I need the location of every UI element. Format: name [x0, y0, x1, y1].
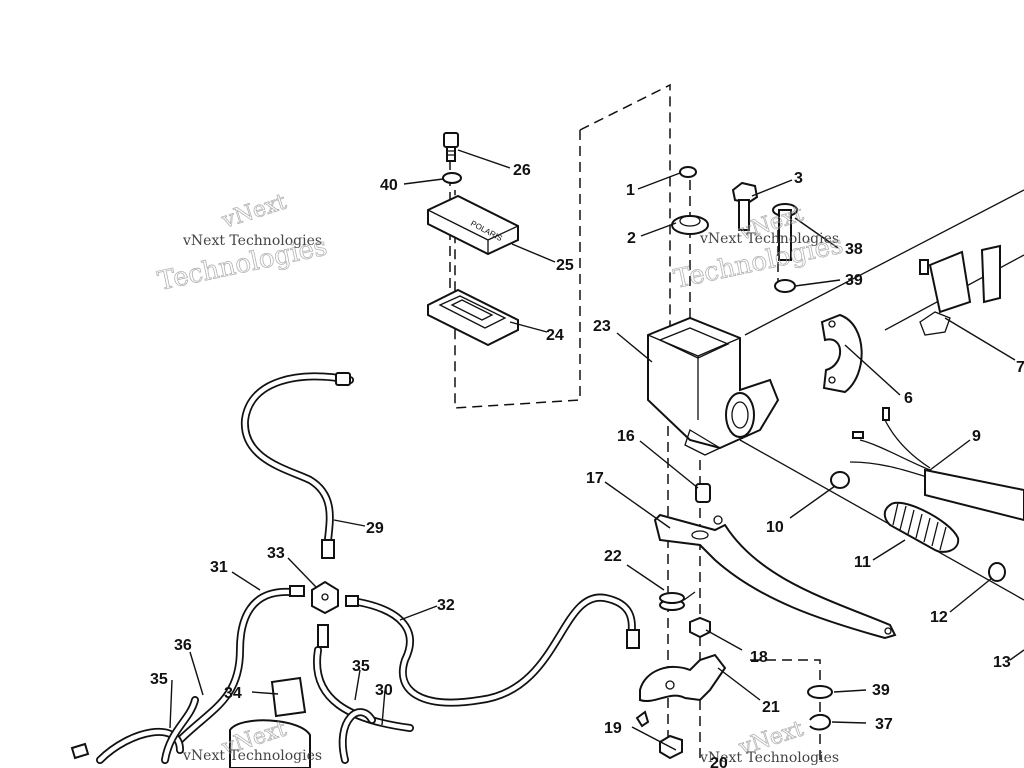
callout-label: 22: [604, 548, 622, 565]
watermark: vNext vNext Technologies Technologies vN…: [155, 189, 846, 766]
callout-label: 6: [904, 390, 913, 407]
brake-hose-32: [354, 593, 640, 707]
switch-screw: [635, 710, 650, 728]
callout-label: 40: [380, 177, 398, 194]
callout-label: 17: [586, 470, 604, 487]
reservoir-cover: POLARIS: [427, 194, 519, 256]
callout-label: 12: [930, 609, 948, 626]
callout-label: 32: [437, 597, 455, 614]
washer-39-bottom: [807, 685, 833, 699]
handlebar-grip: [883, 501, 960, 553]
leader-lines: [169, 149, 1024, 751]
brake-switch-bracket: [639, 653, 727, 703]
callout-label: 23: [593, 318, 611, 335]
callout-label: 21: [762, 699, 780, 716]
callout-label: 20: [710, 755, 728, 768]
callout-label: 34: [224, 685, 242, 702]
brake-hose-30: [313, 646, 414, 732]
washer-small: [679, 166, 697, 178]
callout-label: 24: [546, 327, 564, 344]
reservoir-diaphragm: [427, 288, 519, 347]
end-cap: [988, 562, 1006, 582]
reservoir-cap-screw: [443, 132, 459, 162]
throttle-cable-wiring: [849, 407, 1024, 522]
bushing: [695, 483, 711, 503]
callout-label: 19: [604, 720, 622, 737]
callout-label: 2: [627, 230, 636, 247]
callout-label: 11: [854, 554, 871, 571]
watermark-caption: vNext Technologies: [699, 231, 839, 247]
watermark-brand: vNext: [218, 190, 290, 235]
callout-label: 25: [556, 257, 574, 274]
callout-label: 31: [210, 559, 228, 576]
callout-label: 26: [513, 162, 531, 179]
brake-hose-31: [176, 587, 294, 744]
hose-bracket: [229, 676, 311, 768]
handlebar-clamp: [820, 313, 863, 394]
callout-label: 38: [845, 241, 863, 258]
callout-label: 9: [972, 428, 981, 445]
callout-label: 36: [174, 637, 192, 654]
callout-label: 30: [375, 682, 393, 699]
callout-label: 35: [352, 658, 370, 675]
callout-label: 37: [875, 716, 893, 733]
callout-label: 33: [267, 545, 285, 562]
watermark-caption: vNext Technologies: [182, 233, 322, 249]
callout-label: 3: [794, 170, 803, 187]
mounting-bolt-38: [772, 203, 798, 261]
return-spring: [659, 591, 696, 611]
callout-label: 35: [150, 671, 168, 688]
washer-39-top: [774, 279, 796, 293]
mounting-bolt-3: [731, 181, 759, 231]
watermark-caption: vNext Technologies: [699, 750, 839, 766]
master-cylinder-body: [647, 316, 780, 456]
lock-washer: [809, 714, 832, 731]
switch-bracket: [919, 244, 1001, 336]
callout-label: 16: [617, 428, 635, 445]
callout-label: 10: [766, 519, 784, 536]
tee-fitting: [289, 580, 359, 648]
callout-label: 1: [626, 182, 635, 199]
callout-label: 39: [872, 682, 890, 699]
pivot-nut: [689, 616, 711, 639]
callout-label: 18: [750, 649, 768, 666]
callout-label: 7: [1016, 359, 1024, 376]
brake-hose-29: [240, 372, 354, 559]
brake-lever: [653, 513, 897, 640]
watermark-caption: vNext Technologies: [182, 748, 322, 764]
callout-labels: 1 2 3 6 7 9 10 11 12 13 16 17 18 19 20 2…: [150, 162, 1024, 768]
washer-10: [830, 471, 850, 489]
banjo-fitting: [70, 742, 90, 760]
cap-washer: [442, 172, 462, 184]
callout-label: 13: [993, 654, 1011, 671]
hose-loops: [96, 696, 376, 764]
callout-label: 29: [366, 520, 384, 537]
callout-label: 39: [845, 272, 863, 289]
